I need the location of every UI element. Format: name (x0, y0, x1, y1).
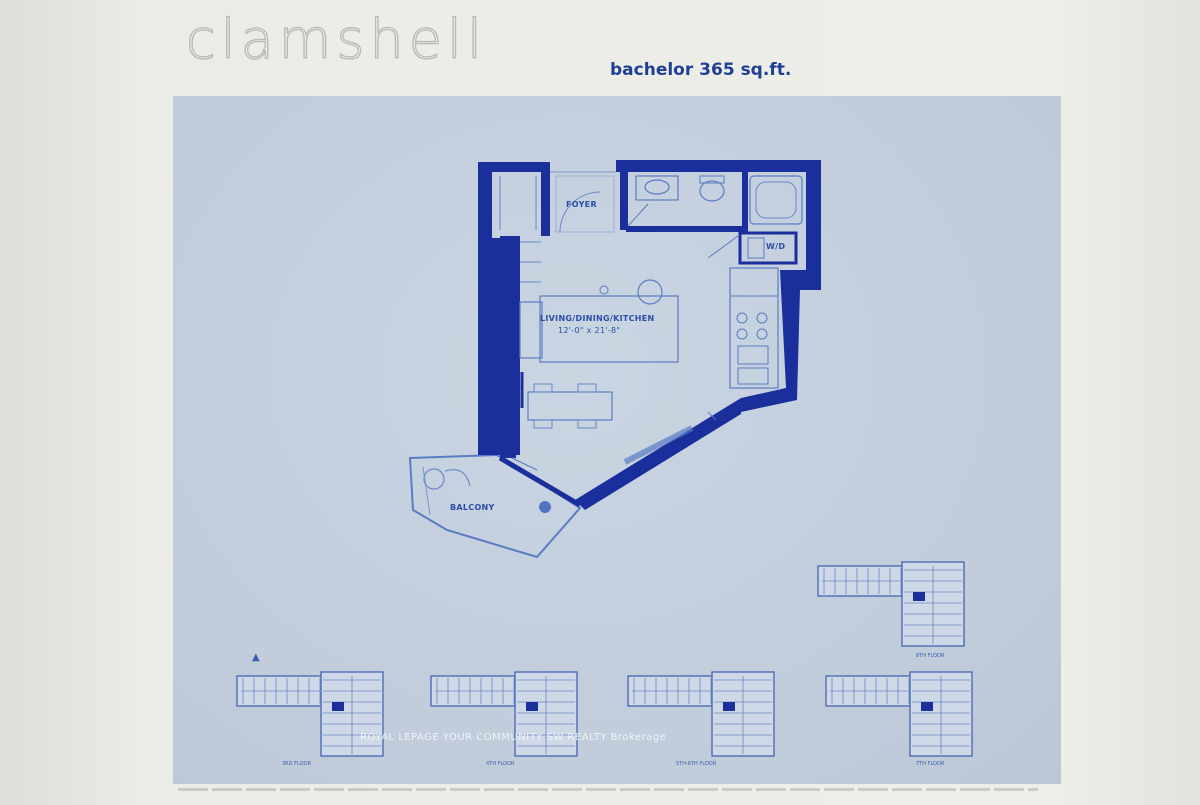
window-line (498, 455, 582, 508)
keyplan-label: 8TH FLOOR (916, 653, 945, 659)
keyplan-label: 7TH FLOOR (916, 761, 945, 767)
key-plan-diagram (627, 671, 775, 757)
north-arrow-icon: ▲ (252, 652, 260, 663)
fine-print (178, 788, 1038, 791)
brokerage-watermark: ROYAL LEPAGE YOUR COMMUNITY SW REALTY Br… (360, 732, 667, 743)
room-dimensions-living: 12'-0" x 21'-8" (558, 326, 621, 335)
right-wall (806, 160, 821, 290)
media-unit (623, 425, 694, 465)
balcony-outline (408, 453, 582, 559)
room-label-foyer: FOYER (566, 200, 597, 209)
keyplan-label: 3RD FLOOR (282, 761, 311, 767)
top-left-wall (478, 162, 550, 172)
toilet-icon (699, 180, 725, 202)
room-label-balcony: BALCONY (450, 503, 495, 512)
key-plans-group (236, 561, 973, 757)
bathroom-wall (626, 226, 746, 232)
left-long-wall (500, 236, 516, 458)
building-name: clamshell (185, 8, 487, 71)
balcony-light-icon (539, 501, 551, 513)
keyplan-label: 5TH-6TH FLOOR (676, 761, 717, 767)
key-plan-diagram (430, 671, 578, 757)
unit-type-and-area: bachelor 365 sq.ft. (610, 60, 792, 80)
key-plan-diagram (825, 671, 973, 757)
key-plan-diagram (236, 671, 384, 757)
washer-dryer-closet (738, 231, 798, 265)
vanity-sink (635, 175, 679, 201)
keyplan-label: 4TH FLOOR (486, 761, 515, 767)
room-label-living: LIVING/DINING/KITCHEN (540, 314, 655, 323)
sofa-icon (519, 301, 543, 359)
room-label-washer-dryer: W/D (766, 242, 786, 251)
floorplan-panel (173, 96, 1061, 784)
kitchen-counter (729, 267, 779, 389)
armchair-icon (637, 279, 663, 305)
balcony-chair-icon (423, 468, 445, 490)
top-right-wall (616, 160, 821, 172)
bathtub-icon (749, 175, 803, 225)
dining-table-icon (527, 391, 613, 421)
sink-icon (644, 179, 670, 195)
bottom-diagonal-wall (575, 398, 741, 510)
right-angled-wall (741, 270, 806, 412)
closet-wall (478, 162, 492, 238)
coffee-table-icon (539, 295, 679, 363)
key-plan-diagram (817, 561, 965, 647)
